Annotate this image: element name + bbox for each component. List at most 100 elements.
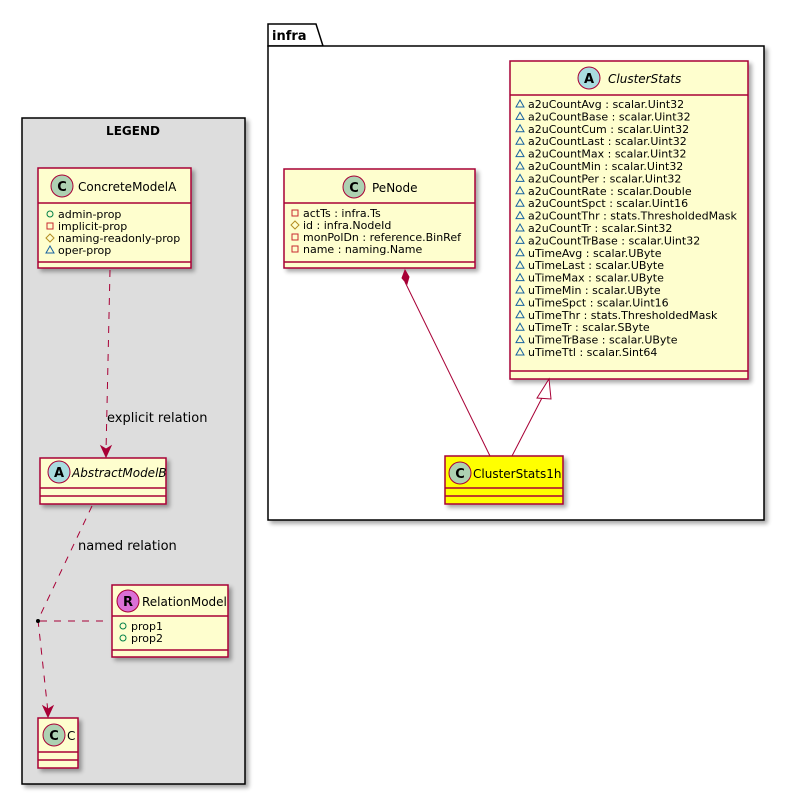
attribute-row: a2uCountLast : scalar.Uint32 — [515, 135, 687, 148]
package-visibility-icon — [515, 222, 525, 232]
attribute-text: implicit-prop — [58, 220, 127, 233]
attribute-row: implicit-prop — [46, 220, 127, 233]
private-visibility-icon — [291, 245, 299, 253]
attribute-text: uTimeLast : scalar.UByte — [528, 259, 664, 272]
abstract-model-b-class[interactable]: A AbstractModelB — [39, 457, 167, 505]
package-visibility-icon — [515, 210, 525, 220]
attribute-row: a2uCountTrBase : scalar.Uint32 — [515, 234, 700, 247]
class-name: RelationModel — [142, 595, 227, 609]
private-visibility-icon — [291, 209, 299, 217]
attribute-row: uTimeAvg : scalar.UByte — [515, 247, 662, 260]
badge-letter: C — [455, 467, 465, 482]
private-visibility-icon — [46, 222, 54, 230]
attribute-row: uTimeMax : scalar.UByte — [515, 272, 664, 285]
package-visibility-icon — [515, 346, 525, 356]
attribute-row: a2uCountCum : scalar.Uint32 — [515, 123, 689, 136]
attribute-row: a2uCountPer : scalar.Uint32 — [515, 172, 681, 185]
attribute-text: a2uCountBase : scalar.Uint32 — [528, 110, 691, 123]
attribute-row: uTimeTrBase : scalar.UByte — [515, 334, 678, 347]
attribute-list: a2uCountAvg : scalar.Uint32a2uCountBase … — [515, 98, 738, 359]
class-badge-icon — [448, 461, 472, 485]
badge-letter: R — [123, 595, 133, 610]
package-name: infra — [272, 29, 307, 44]
named-relation-edge: named relation — [36, 505, 177, 719]
cluster-stats-class[interactable]: A ClusterStats a2uCountAvg : scalar.Uint… — [509, 60, 749, 380]
attribute-row: uTimeMin : scalar.UByte — [515, 284, 661, 297]
attribute-row: a2uCountMax : scalar.Uint32 — [515, 148, 687, 161]
package-visibility-icon — [515, 272, 525, 282]
attribute-text: uTimeThr : stats.ThresholdedMask — [528, 309, 718, 322]
private-visibility-icon — [291, 233, 299, 241]
composition-diamond-icon — [401, 268, 410, 286]
abstract-badge-icon — [577, 66, 601, 90]
package-visibility-icon — [515, 247, 525, 257]
class-badge-icon — [50, 174, 74, 198]
package-visibility-icon — [515, 297, 525, 306]
package-visibility-icon — [515, 148, 525, 158]
attribute-text: a2uCountCum : scalar.Uint32 — [528, 123, 689, 136]
attribute-row: admin-prop — [46, 208, 121, 221]
attribute-text: uTimeMin : scalar.UByte — [528, 284, 661, 297]
package-visibility-icon — [515, 173, 525, 182]
attribute-row: monPolDn : reference.BinRef — [291, 231, 462, 244]
legend-panel: LEGEND C ConcreteModelA admin-propimplic… — [21, 117, 246, 785]
class-name: C — [67, 729, 75, 743]
c-class[interactable]: C C — [37, 717, 79, 769]
composition-edge — [401, 268, 491, 457]
attribute-row: a2uCountThr : stats.ThresholdedMask — [515, 210, 738, 223]
package-visibility-icon — [515, 111, 525, 120]
attribute-text: uTimeMax : scalar.UByte — [528, 272, 664, 285]
attribute-row: a2uCountAvg : scalar.Uint32 — [515, 98, 684, 111]
attribute-text: a2uCountMin : scalar.Uint32 — [528, 160, 683, 173]
public-visibility-icon — [46, 210, 54, 218]
attribute-list: admin-propimplicit-propnaming-readonly-p… — [45, 208, 180, 257]
badge-letter: C — [49, 729, 59, 744]
relation-badge-icon — [116, 589, 140, 613]
class-name: ClusterStats1h — [473, 467, 561, 481]
attribute-row: uTimeTr : scalar.SByte — [515, 321, 650, 334]
inheritance-triangle-icon — [536, 377, 552, 400]
named-relation-label: named relation — [78, 539, 177, 554]
attribute-text: a2uCountPer : scalar.Uint32 — [528, 172, 681, 185]
attribute-text: naming-readonly-prop — [58, 232, 180, 245]
inheritance-edge — [511, 377, 552, 457]
package-visibility-icon — [515, 284, 525, 294]
arrowhead-icon — [99, 444, 113, 459]
class-name: PeNode — [372, 181, 418, 195]
package-visibility-icon — [515, 235, 525, 244]
attribute-text: admin-prop — [58, 208, 121, 221]
class-name: ConcreteModelA — [78, 180, 177, 194]
attribute-text: uTimeTtl : scalar.Sint64 — [528, 346, 657, 359]
attribute-text: uTimeTrBase : scalar.UByte — [528, 334, 678, 347]
badge-letter: A — [54, 466, 64, 481]
attribute-row: uTimeTtl : scalar.Sint64 — [515, 346, 657, 359]
attribute-row: prop2 — [119, 632, 163, 645]
attribute-text: a2uCountSpct : scalar.Uint16 — [528, 197, 688, 210]
attribute-text: a2uCountMax : scalar.Uint32 — [528, 148, 687, 161]
public-visibility-icon — [119, 634, 127, 642]
attribute-text: a2uCountTr : scalar.Sint32 — [528, 222, 672, 235]
attribute-text: a2uCountAvg : scalar.Uint32 — [528, 98, 684, 111]
class-badge-icon — [42, 723, 66, 747]
attribute-text: name : naming.Name — [303, 243, 423, 256]
package-visibility-icon — [515, 160, 525, 170]
attribute-row: prop1 — [119, 620, 163, 633]
class-badge-icon — [342, 175, 366, 199]
package-visibility-icon — [515, 260, 525, 269]
attribute-row: oper-prop — [45, 244, 111, 257]
explicit-relation-label: explicit relation — [107, 411, 207, 426]
attribute-text: oper-prop — [58, 244, 111, 257]
attribute-text: uTimeTr : scalar.SByte — [528, 321, 650, 334]
attribute-text: prop1 — [131, 620, 163, 633]
attribute-text: uTimeSpct : scalar.Uint16 — [528, 296, 669, 309]
cluster-stats-1h-class[interactable]: C ClusterStats1h — [444, 455, 564, 505]
package-visibility-icon — [515, 185, 525, 195]
package-visibility-icon — [515, 136, 525, 145]
arrowhead-icon — [41, 704, 55, 719]
attribute-text: a2uCountLast : scalar.Uint32 — [528, 135, 687, 148]
concrete-model-a-class[interactable]: C ConcreteModelA admin-propimplicit-prop… — [37, 167, 192, 269]
